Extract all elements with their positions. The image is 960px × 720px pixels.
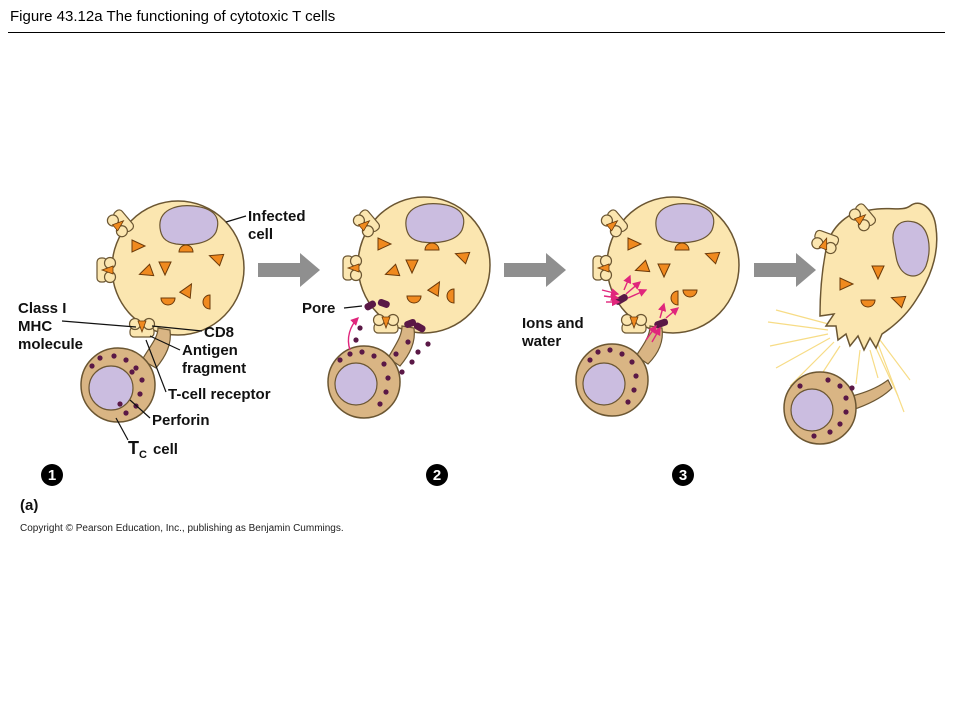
tc-cell-arm [851, 379, 893, 411]
figure-title: Figure 43.12a The functioning of cytotox… [10, 8, 336, 25]
tc-cell-nucleus [88, 365, 134, 411]
process-arrow [754, 253, 816, 287]
copyright-notice: Copyright © Pearson Education, Inc., pub… [20, 523, 344, 534]
label-ions-1: Ions and [522, 315, 584, 332]
ion-flow-arrows [601, 274, 680, 343]
tc-cell-nucleus [790, 388, 834, 432]
panel-label: (a) [20, 497, 38, 514]
nucleus [159, 205, 219, 246]
tc-cell-arm [141, 327, 171, 369]
nucleus [655, 203, 715, 244]
label-ions-2: water [521, 333, 561, 350]
class-i-mhc [128, 317, 156, 338]
panel-3 [575, 196, 740, 417]
tc-cell-nucleus [334, 362, 378, 406]
label-pore: Pore [302, 300, 335, 317]
class-i-mhc [372, 313, 400, 334]
perforin-granules [587, 347, 639, 405]
label-infected-cell-2: cell [248, 226, 273, 243]
label-cd8: CD8 [204, 324, 234, 341]
nucleus [405, 203, 465, 244]
step-marker-3: 3 [672, 464, 694, 486]
mhc-molecule [342, 254, 363, 282]
label-class-mhc-1: Class I [18, 300, 66, 317]
pore-arrow [347, 317, 359, 351]
process-arrow [504, 253, 566, 287]
nucleus [892, 220, 930, 277]
panel-2 [327, 196, 491, 419]
mhc-molecule [96, 256, 117, 284]
svg-text:2: 2 [433, 467, 441, 484]
perforin-granules [337, 325, 431, 407]
label-infected-cell-1: Infected [248, 208, 306, 225]
perforin-granules [797, 377, 855, 439]
class-i-mhc [620, 313, 648, 334]
label-antigen-1: Antigen [182, 342, 238, 359]
label-perforin: Perforin [152, 412, 210, 429]
svg-text:3: 3 [679, 467, 687, 484]
process-arrow [258, 253, 320, 287]
label-class-mhc-3: molecule [18, 336, 83, 353]
panel-1 [61, 200, 247, 441]
tc-cell-nucleus [582, 362, 626, 406]
pore [364, 298, 426, 333]
title-divider [8, 32, 945, 33]
mhc-molecule [592, 254, 613, 282]
label-t-cell-receptor: T-cell receptor [168, 386, 271, 403]
label-class-mhc-2: MHC [18, 318, 52, 335]
label-antigen-2: fragment [182, 360, 246, 377]
panel-4 [767, 201, 938, 445]
step-marker-2: 2 [426, 464, 448, 486]
svg-text:1: 1 [48, 467, 56, 484]
step-marker-1: 1 [41, 464, 63, 486]
